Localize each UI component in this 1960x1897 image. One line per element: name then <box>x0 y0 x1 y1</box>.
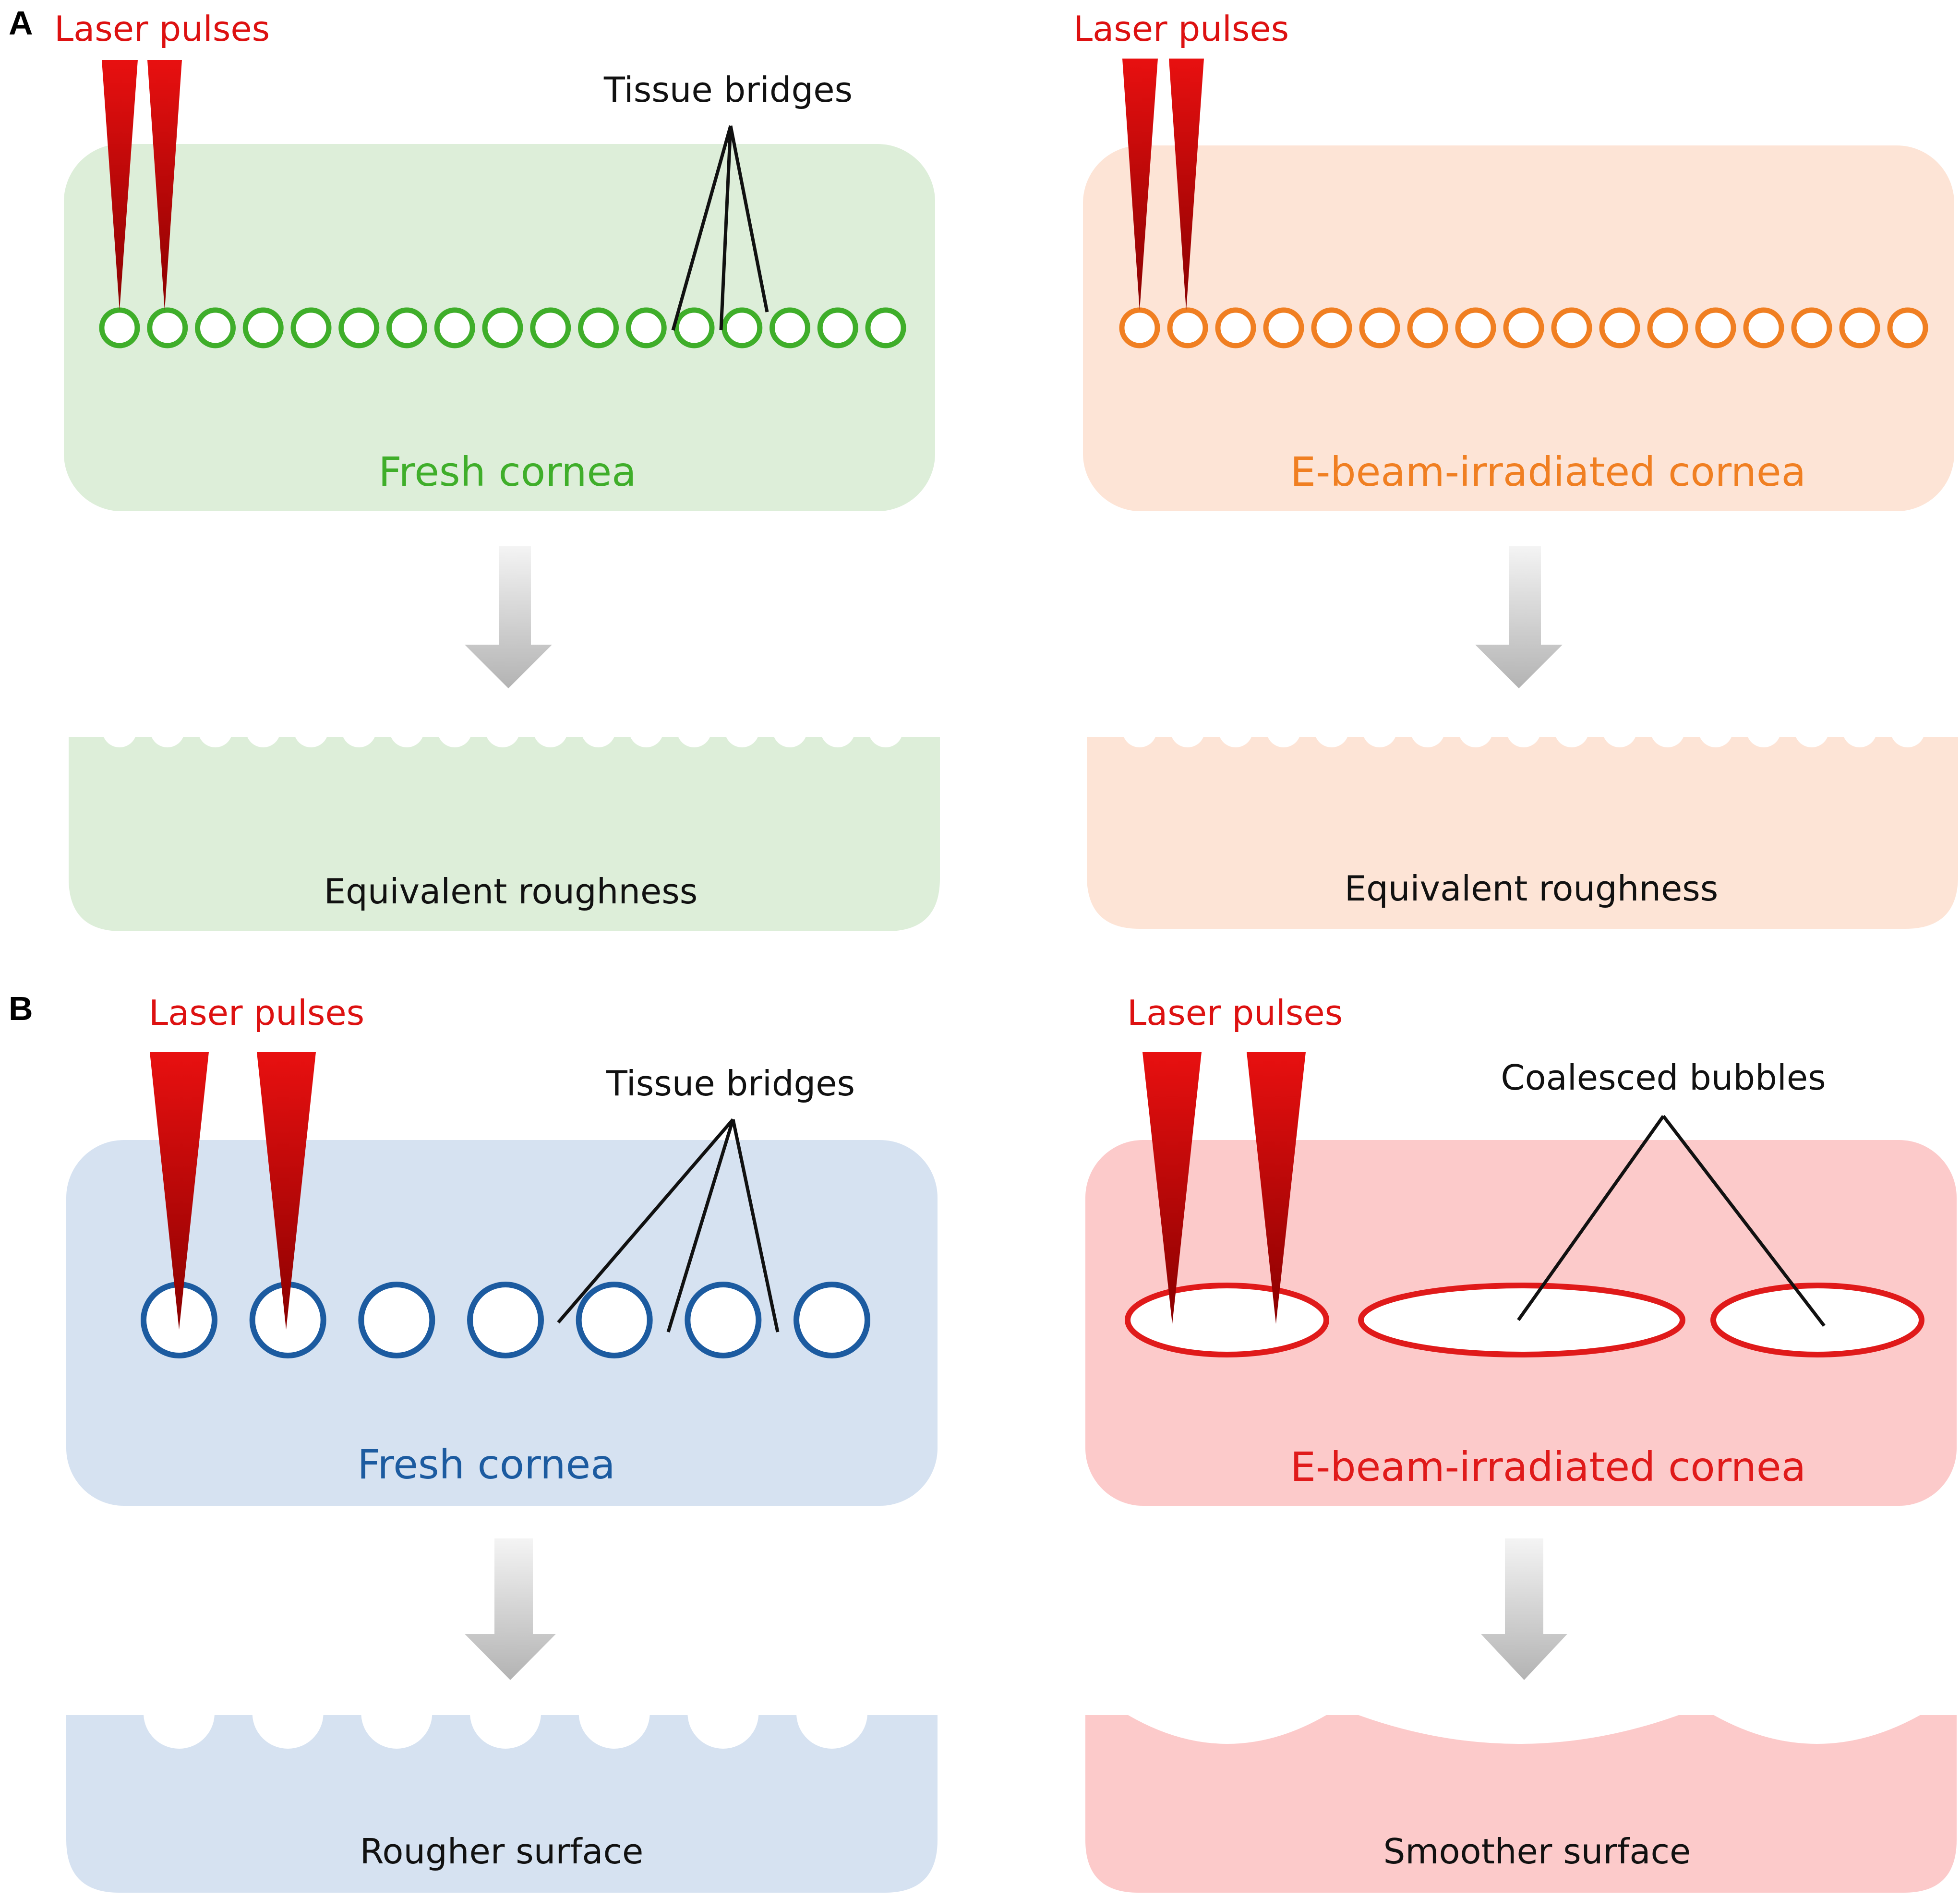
bubble <box>1647 307 1688 348</box>
result-label: Equivalent roughness <box>1345 868 1719 909</box>
bubble <box>1359 307 1400 348</box>
bubble <box>770 307 810 348</box>
bubble <box>1263 307 1304 348</box>
bubble <box>242 307 284 348</box>
bubble <box>817 307 858 348</box>
laser-beam <box>147 60 182 311</box>
bubble <box>338 307 380 348</box>
bubble <box>290 307 332 348</box>
bubble <box>482 307 523 348</box>
bubble <box>1503 307 1544 348</box>
laser-beam <box>257 1052 316 1330</box>
bubble <box>1743 307 1784 348</box>
laser-beam <box>1122 59 1158 311</box>
coalesced-bubbles-label: Coalesced bubbles <box>1501 1057 1826 1098</box>
panel-a-irradiated-cornea: E-beam-irradiated cornea Laser pulses Eq… <box>1073 9 1958 929</box>
laser-beam <box>1169 59 1204 311</box>
laser-pulses-label: Laser pulses <box>54 9 270 49</box>
bubble <box>1839 307 1880 348</box>
bubble <box>434 307 475 348</box>
bubble-row <box>141 1282 870 1358</box>
cut-surface <box>1085 1715 1957 1893</box>
laser-pulses-label: Laser pulses <box>1127 993 1343 1033</box>
cut-surface <box>1087 737 1958 929</box>
bubble <box>1695 307 1736 348</box>
bubble <box>1311 307 1352 348</box>
cornea-label: E-beam-irradiated cornea <box>1290 448 1806 495</box>
bubble <box>99 307 140 348</box>
bubble-row <box>1119 307 1928 348</box>
bubble <box>1167 307 1208 348</box>
bubble <box>794 1282 870 1358</box>
down-arrow <box>1481 1538 1567 1680</box>
down-arrow <box>1475 546 1563 688</box>
down-arrow <box>465 546 552 688</box>
tissue-bridges-callout-lines <box>671 125 769 331</box>
bubble <box>865 307 906 348</box>
bubble <box>1215 307 1256 348</box>
result-label: Smoother surface <box>1383 1831 1691 1872</box>
cut-surface <box>66 1715 938 1893</box>
coalesced-bubble <box>1710 1283 1924 1357</box>
laser-pulses-label: Laser pulses <box>1073 9 1289 49</box>
bubble <box>358 1282 435 1358</box>
bubble <box>1599 307 1640 348</box>
bubble-row <box>99 307 906 348</box>
laser-beam <box>1247 1052 1306 1324</box>
coalesced-bubble <box>1358 1283 1685 1357</box>
panel-letter-a: A <box>9 4 33 42</box>
result-label: Equivalent roughness <box>324 871 698 912</box>
laser-beam <box>150 1052 209 1330</box>
bubble <box>685 1282 762 1358</box>
laser-beam <box>1142 1052 1202 1324</box>
bubble <box>147 307 188 348</box>
cornea-label: E-beam-irradiated cornea <box>1290 1443 1806 1490</box>
panel-letter-b: B <box>9 990 33 1027</box>
cornea-label: Fresh cornea <box>357 1441 615 1488</box>
tissue-bridges-callout-lines <box>557 1118 780 1333</box>
panel-a-fresh-cornea: Fresh cornea Tissue bridges Laser pulses… <box>54 9 940 931</box>
bubble <box>1407 307 1448 348</box>
bubble <box>1791 307 1832 348</box>
bubble <box>578 307 619 348</box>
bubble <box>625 307 667 348</box>
bubble <box>195 307 236 348</box>
coalesced-bubble <box>1125 1283 1329 1357</box>
panel-b-fresh-cornea: Fresh cornea Tissue bridges Laser pulses… <box>66 993 938 1893</box>
cut-surface <box>69 737 940 931</box>
bubble <box>1887 307 1928 348</box>
bubble <box>530 307 571 348</box>
bubble <box>467 1282 544 1358</box>
tissue-bridges-label: Tissue bridges <box>606 1063 855 1104</box>
bubble <box>721 307 763 348</box>
laser-beam <box>102 60 138 311</box>
bubble <box>1455 307 1496 348</box>
bubble <box>576 1282 653 1358</box>
panel-b-irradiated-cornea: E-beam-irradiated cornea Coalesced bubbl… <box>1085 993 1957 1893</box>
coalesced-bubbles-callout-lines <box>1517 1115 1826 1327</box>
bubble <box>673 307 715 348</box>
result-label: Rougher surface <box>360 1831 644 1872</box>
down-arrow <box>465 1538 556 1680</box>
bubble <box>1551 307 1592 348</box>
laser-pulses-label: Laser pulses <box>149 993 364 1033</box>
bubble <box>386 307 427 348</box>
tissue-bridges-label: Tissue bridges <box>603 70 853 110</box>
bubble <box>1119 307 1160 348</box>
cornea-label: Fresh cornea <box>378 448 636 495</box>
